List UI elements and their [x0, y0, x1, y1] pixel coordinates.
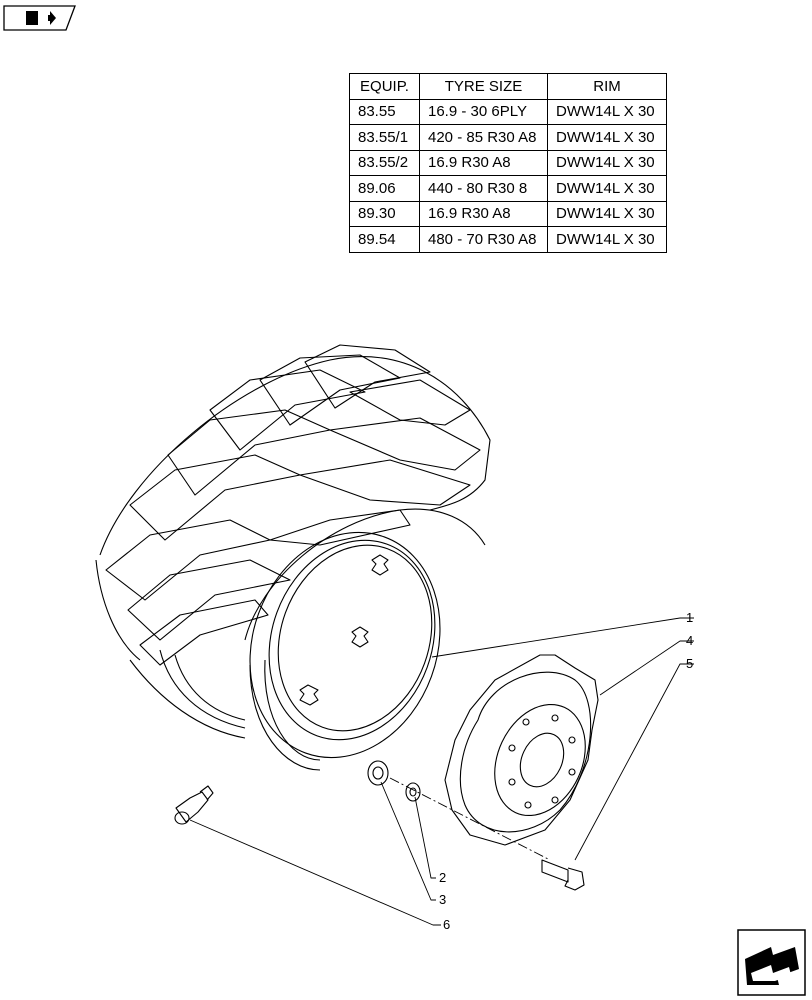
valve: [174, 785, 214, 825]
leader-lines: [189, 617, 694, 926]
cell-tyre-size: 480 - 70 R30 A8: [419, 226, 548, 253]
cell-rim: DWW14L X 30: [547, 226, 667, 253]
wheel-disc: [444, 654, 599, 846]
next-page-button[interactable]: [737, 929, 807, 997]
cell-rim: DWW14L X 30: [547, 98, 667, 125]
nut: [367, 760, 389, 786]
book-arrow-icon: [26, 11, 56, 25]
rim: [249, 531, 441, 771]
washer: [405, 782, 421, 802]
catalog-tab[interactable]: [0, 0, 80, 32]
cell-rim: DWW14L X 30: [547, 175, 667, 202]
table-row: 89.54 480 - 70 R30 A8 DWW14L X 30: [349, 226, 667, 253]
cell-equip: 89.54: [349, 226, 420, 253]
table-row: 89.30 16.9 R30 A8 DWW14L X 30: [349, 200, 667, 227]
callout-1: 1: [686, 610, 693, 625]
cell-tyre-size: 16.9 R30 A8: [419, 149, 548, 176]
cell-equip: 89.06: [349, 175, 420, 202]
callout-3: 3: [439, 892, 446, 907]
cell-tyre-size: 420 - 85 R30 A8: [419, 124, 548, 151]
next-page-arrow-icon: [745, 947, 799, 985]
cell-tyre-size: 16.9 R30 A8: [419, 200, 548, 227]
table-row: 83.55/1 420 - 85 R30 A8 DWW14L X 30: [349, 124, 667, 151]
callout-4: 4: [686, 633, 693, 648]
cell-equip: 83.55: [349, 98, 420, 125]
callout-6: 6: [443, 917, 450, 932]
cell-rim: DWW14L X 30: [547, 124, 667, 151]
bolt: [541, 859, 585, 891]
tyre-spec-table: EQUIP. TYRE SIZE RIM 83.55 16.9 - 30 6PL…: [349, 73, 667, 253]
table-header-row: EQUIP. TYRE SIZE RIM: [349, 73, 667, 100]
callout-5: 5: [686, 656, 693, 671]
callout-2: 2: [439, 870, 446, 885]
cell-equip: 83.55/1: [349, 124, 420, 151]
header-tyre-size: TYRE SIZE: [419, 73, 548, 100]
